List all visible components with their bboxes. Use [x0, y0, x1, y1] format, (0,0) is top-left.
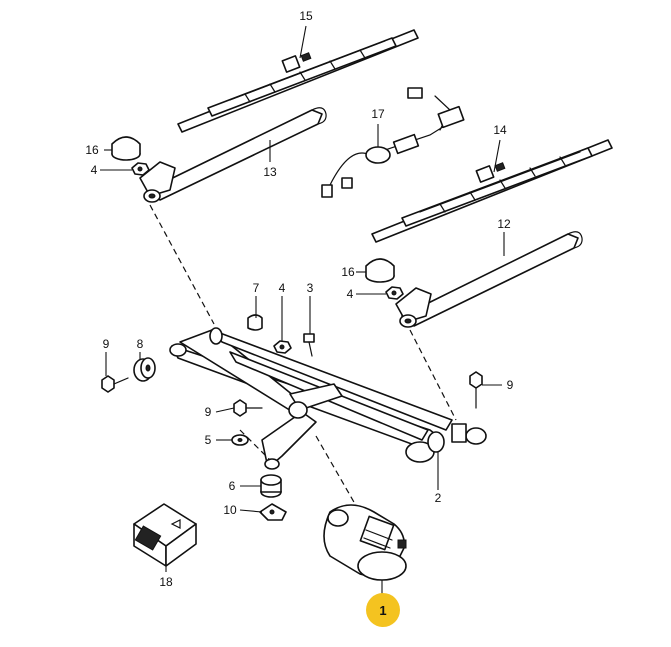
callout-6: 6	[229, 479, 236, 493]
callout-16-lower: 16	[341, 265, 355, 279]
washer	[231, 434, 249, 446]
callout-2: 2	[435, 491, 442, 505]
clip	[247, 314, 263, 331]
cap-right	[365, 258, 395, 283]
callout-13: 13	[263, 165, 277, 179]
linkage-frame	[169, 327, 487, 470]
callout-9-center: 9	[205, 405, 212, 419]
callout-3: 3	[307, 281, 314, 295]
bolt-left	[101, 375, 129, 393]
bracket	[259, 503, 287, 521]
nut-left	[131, 162, 150, 176]
callout-15: 15	[299, 9, 313, 23]
callout-9-right: 9	[507, 378, 514, 392]
control-unit	[133, 503, 197, 567]
callout-14: 14	[493, 123, 507, 137]
bushing	[260, 474, 282, 498]
screw	[303, 333, 315, 357]
wiper-blade-right	[371, 139, 613, 243]
wiper-blade-upper	[177, 29, 419, 133]
leader-lines	[100, 25, 505, 594]
dash-line-bolt	[239, 429, 271, 461]
cap-left	[111, 136, 141, 161]
callout-1: 1	[379, 603, 386, 618]
bolt-center	[233, 399, 263, 417]
bolt-right	[469, 371, 483, 409]
callout-10: 10	[223, 503, 237, 517]
wiper-arm-right	[395, 231, 583, 328]
wiper-motor	[323, 504, 407, 581]
dash-line-left	[149, 204, 215, 325]
callout-5: 5	[205, 433, 212, 447]
callout-4-upper: 4	[91, 163, 98, 177]
callout-4-center: 4	[279, 281, 286, 295]
callout-8: 8	[137, 337, 144, 351]
callout-12: 12	[497, 217, 511, 231]
wiper-arm-left	[139, 107, 327, 203]
callout-16-upper: 16	[85, 143, 99, 157]
nut-center	[273, 340, 292, 354]
callout-18: 18	[159, 575, 173, 589]
nut-right	[385, 286, 404, 300]
callout-17: 17	[371, 107, 385, 121]
callout-7: 7	[253, 281, 260, 295]
callout-4-lower: 4	[347, 287, 354, 301]
rubber-mount	[133, 357, 156, 382]
callout-9-left: 9	[103, 337, 110, 351]
wiring-harness	[321, 87, 465, 198]
dash-line-right	[409, 329, 457, 421]
callout-1-highlight	[366, 593, 400, 627]
